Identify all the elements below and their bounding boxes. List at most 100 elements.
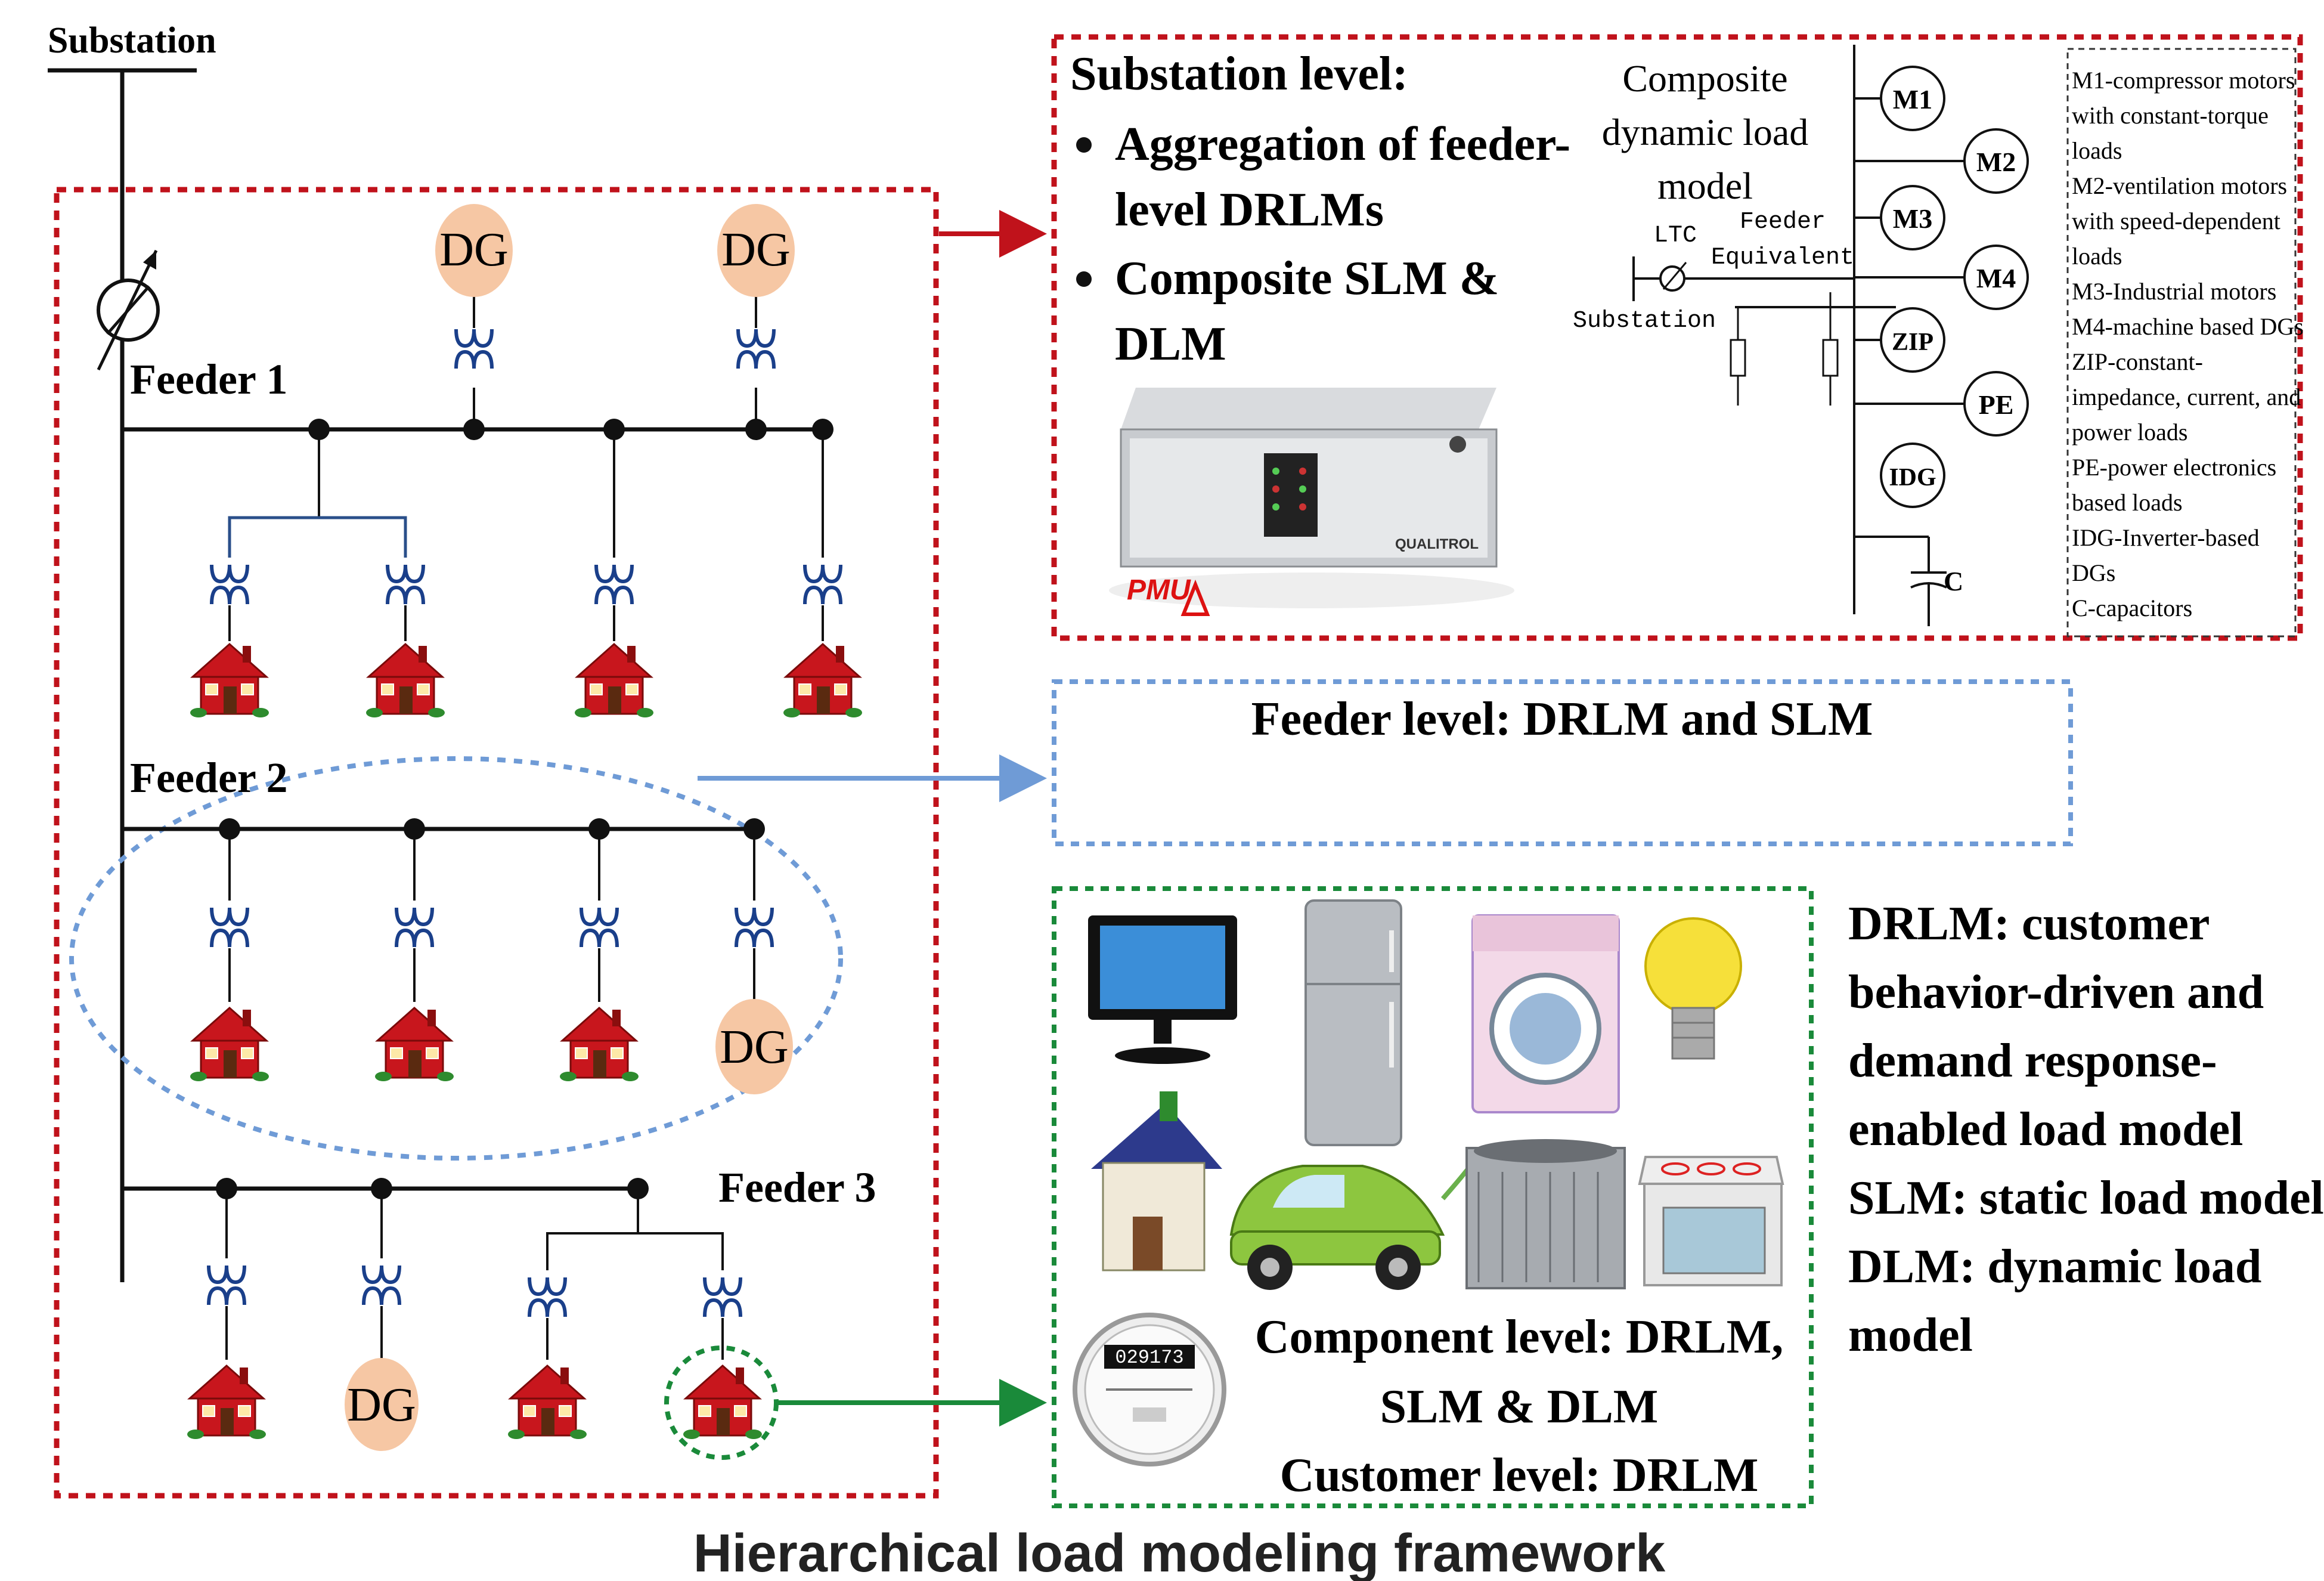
svg-text:M4: M4 [1976, 263, 2016, 293]
feeder1-load [189, 565, 270, 719]
bullet1-line2: level DRLMs [1115, 184, 1384, 236]
feeder2-dg: DG [715, 829, 793, 1094]
house-icon [574, 643, 655, 719]
solar-house-icon [1091, 1091, 1222, 1271]
feeder3-load [186, 1189, 267, 1440]
svg-text:M2: M2 [1976, 147, 2016, 177]
svg-text:DLM: dynamic load: DLM: dynamic load [1848, 1240, 2261, 1293]
feeder-level-text: Feeder level: DRLM and SLM [1251, 693, 1873, 745]
svg-text:M1: M1 [1893, 84, 1932, 115]
device-brand: QUALITROL [1395, 536, 1479, 552]
svg-text:with speed-dependent: with speed-dependent [2072, 208, 2280, 234]
svg-text:ZIP: ZIP [1892, 329, 1933, 356]
pmu-label: PMU [1127, 574, 1191, 606]
svg-text:demand response-: demand response- [1848, 1035, 2217, 1087]
bullet2-line1: Composite SLM & [1115, 252, 1499, 305]
ltc-label: LTC [1654, 222, 1697, 249]
air-conditioner-icon [1465, 1139, 1626, 1289]
component-level-line2: SLM & DLM [1380, 1381, 1659, 1433]
feeder3-load [682, 1277, 763, 1440]
feeder1-load [782, 429, 863, 719]
legend-box [2066, 48, 2297, 638]
feeder1-label: Feeder 1 [130, 355, 288, 403]
tv-icon [1088, 915, 1237, 1064]
composite-line3: model [1657, 165, 1753, 207]
svg-text:SLM: static load model: SLM: static load model [1848, 1172, 2324, 1224]
load-node-m3: M3 [1880, 185, 1945, 250]
bullet1-line1: Aggregation of feeder- [1115, 118, 1570, 171]
svg-text:C-capacitors: C-capacitors [2072, 595, 2192, 621]
substation-small-label: Substation [1573, 308, 1716, 335]
feeder1-load [365, 565, 446, 719]
load-node-m2: M2 [1963, 128, 2029, 194]
load-node-pe: PE [1963, 371, 2029, 437]
svg-text:ZIP-constant-: ZIP-constant- [2072, 348, 2203, 375]
house-icon [682, 1365, 763, 1440]
house-icon [186, 1365, 267, 1440]
substation-level-title: Substation level: [1070, 48, 1408, 100]
feeder2-label: Feeder 2 [130, 754, 288, 802]
composite-line2: dynamic load [1602, 111, 1809, 153]
customer-scope-circle [664, 1345, 779, 1460]
dg-feeder1-b: DG [717, 204, 795, 429]
dg-label: DG [721, 224, 791, 276]
electric-car-icon [1229, 1161, 1475, 1290]
svg-text:M3: M3 [1893, 203, 1932, 234]
component-level-box [1052, 886, 1814, 1508]
feeder2-load [559, 829, 640, 1082]
feeder2-scope-ellipse [69, 756, 843, 1161]
svg-text:model: model [1848, 1309, 1973, 1362]
svg-text:power loads: power loads [2072, 419, 2187, 445]
load-node-m1: M1 [1880, 66, 1945, 131]
dg-label: DG [720, 1021, 789, 1073]
feeder2-load [374, 829, 455, 1082]
svg-text:M4-machine based DGs: M4-machine based DGs [2072, 313, 2304, 340]
svg-text:M1-compressor motors: M1-compressor motors [2072, 67, 2295, 94]
substation-scope-box [54, 187, 939, 1499]
svg-text:enabled load model: enabled load model [1848, 1103, 2243, 1156]
caption: Hierarchical load modeling framework [693, 1524, 1666, 1581]
feeder3-label: Feeder 3 [718, 1164, 876, 1211]
feeder-equivalent-line1: Feeder [1740, 209, 1826, 236]
svg-text:behavior-driven and: behavior-driven and [1848, 966, 2264, 1019]
dg-label: DG [439, 224, 509, 276]
definitions-text: DRLM: customer behavior-driven and deman… [1848, 898, 2324, 1362]
ltc-symbol [97, 249, 160, 371]
svg-text:DRLM: customer: DRLM: customer [1848, 898, 2210, 950]
svg-text:IDG-Inverter-based: IDG-Inverter-based [2072, 524, 2260, 551]
load-node-m4: M4 [1963, 245, 2029, 310]
svg-text:with constant-torque: with constant-torque [2072, 102, 2269, 129]
feeder3-load [507, 1277, 588, 1440]
stove-icon [1638, 1156, 1784, 1286]
svg-text:loads: loads [2072, 243, 2122, 270]
load-node-zip: ZIP [1880, 307, 1945, 373]
dg-feeder1-a: DG [435, 204, 513, 429]
svg-text:impedance, current, and: impedance, current, and [2072, 383, 2301, 410]
house-icon [559, 1007, 640, 1082]
feeder3-dg: DG [345, 1189, 419, 1451]
substation-label: Substation [48, 20, 216, 61]
meter-reading: 029173 [1115, 1347, 1183, 1369]
composite-load-schematic [1632, 45, 1970, 626]
substation-level-box [1051, 34, 2303, 641]
svg-text:M3-Industrial motors: M3-Industrial motors [2072, 278, 2276, 305]
svg-text:M2-ventilation motors: M2-ventilation motors [2072, 172, 2287, 199]
house-icon [365, 643, 446, 719]
dg-label: DG [347, 1379, 416, 1431]
capacitor-label: C [1944, 566, 1963, 596]
svg-text:loads: loads [2072, 137, 2122, 164]
bullet2-line2: DLM [1115, 318, 1226, 370]
svg-text:based loads: based loads [2072, 489, 2183, 516]
feeder1-lateral [228, 516, 407, 558]
refrigerator-icon [1304, 899, 1402, 1146]
washing-machine-icon [1471, 914, 1620, 1113]
composite-line1: Composite [1622, 57, 1787, 100]
house-icon [189, 643, 270, 719]
pmu-device-image: QUALITROL PMU [1109, 388, 1514, 616]
svg-text:PE-power electronics: PE-power electronics [2072, 454, 2276, 481]
customer-level-text: Customer level: DRLM [1280, 1449, 1759, 1502]
feeder1-load [574, 429, 655, 719]
svg-text:PE: PE [1979, 389, 2014, 420]
component-level-line1: Component level: DRLM, [1255, 1311, 1784, 1363]
